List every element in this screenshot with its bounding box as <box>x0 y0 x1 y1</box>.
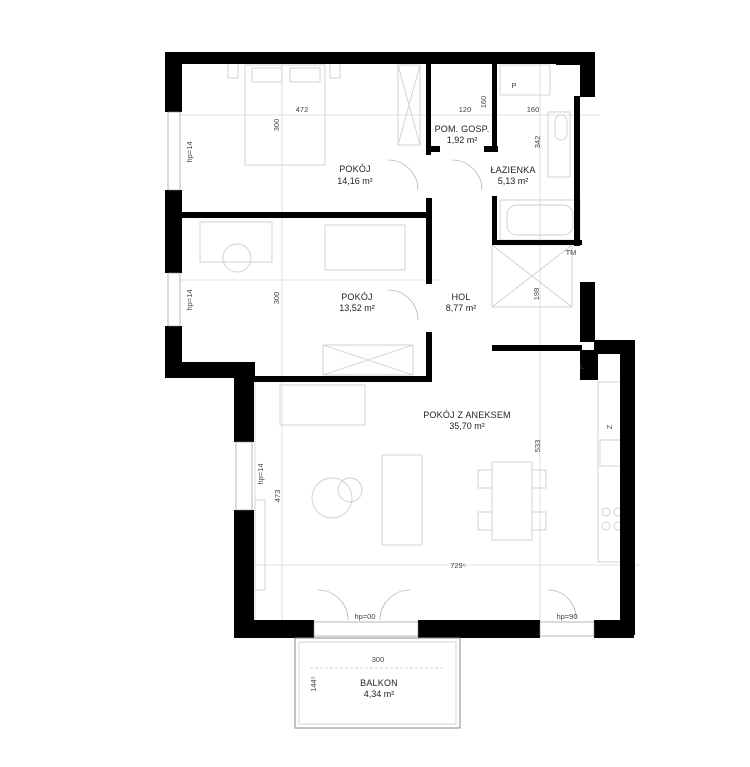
fixture-label-l: L <box>580 362 584 371</box>
windows <box>167 111 595 637</box>
dim-198: 198 <box>532 288 541 301</box>
dim-342: 342 <box>533 136 542 149</box>
dim-473: 473 <box>273 490 282 503</box>
room-name-pokoj-1: POKÓJ <box>339 164 371 174</box>
fixture-label-tm: TM <box>566 248 577 257</box>
dim-300-balkon: 300 <box>372 655 385 664</box>
hp-window-bedroom-1: hp=14 <box>185 141 194 162</box>
room-area-pom-gosp: 1,92 m² <box>447 135 478 145</box>
room-name-pokoj-aneks: POKÓJ Z ANEKSEM <box>423 410 511 420</box>
hp-window-kitchen: hp=90 <box>556 612 577 621</box>
fixture-label-p: P <box>511 81 516 90</box>
room-name-balkon: BALKON <box>360 678 398 688</box>
room-name-lazienka: ŁAZIENKA <box>490 165 535 175</box>
dim-160-vert: 160 <box>479 96 488 109</box>
dim-533: 533 <box>533 440 542 453</box>
doors <box>317 159 577 621</box>
hp-window-living: hp=14 <box>256 463 265 484</box>
room-area-pokoj-1: 14,16 m² <box>337 176 373 186</box>
dim-160-horiz: 160 <box>527 105 540 114</box>
room-area-pokoj-2: 13,52 m² <box>339 303 375 313</box>
room-area-balkon: 4,34 m² <box>364 689 395 699</box>
room-area-pokoj-aneks: 35,70 m² <box>449 421 485 431</box>
fixture-labels: P L Z TM <box>511 81 614 429</box>
fixture-label-z: Z <box>605 424 614 429</box>
dim-729: 729⁵ <box>450 561 466 570</box>
window-height-labels: hp=14 hp=14 hp=14 hp=00 hp=90 <box>185 141 578 621</box>
room-labels: POKÓJ 14,16 m² POM. GOSP. 1,92 m² ŁAZIEN… <box>337 124 535 699</box>
dim-300-top: 300 <box>272 119 281 132</box>
furniture <box>199 57 629 591</box>
room-name-pom-gosp: POM. GOSP. <box>435 124 490 134</box>
balcony <box>294 637 461 729</box>
room-area-lazienka: 5,13 m² <box>498 176 529 186</box>
room-name-pokoj-2: POKÓJ <box>341 292 373 302</box>
hp-window-bedroom-2: hp=14 <box>185 289 194 310</box>
dim-300-mid: 300 <box>272 292 281 305</box>
room-area-hol: 8,77 m² <box>446 303 477 313</box>
walls <box>165 52 635 638</box>
dim-120: 120 <box>459 105 472 114</box>
dim-144: 144⁵ <box>309 676 318 692</box>
room-name-hol: HOL <box>451 292 470 302</box>
dimension-labels: 472 300 120 160 160 342 300 198 533 473 … <box>272 96 542 692</box>
dim-472: 472 <box>296 105 309 114</box>
partitions <box>182 60 582 382</box>
hp-balcony-door: hp=00 <box>354 612 375 621</box>
